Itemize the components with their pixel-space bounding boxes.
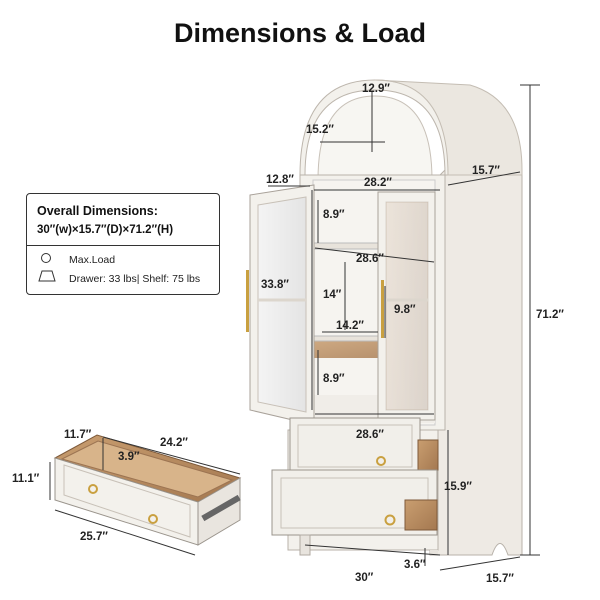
- max-load-label: Max.Load: [69, 254, 116, 266]
- dim-inner-width-top: 28.2″: [364, 177, 392, 189]
- weight-icon: [38, 270, 56, 282]
- overall-dimensions-heading: Overall Dimensions:: [37, 204, 158, 218]
- dim-side-depth-bottom: 15.7″: [486, 573, 514, 585]
- cabinet: [246, 79, 523, 556]
- divider: [27, 245, 219, 246]
- dim-drawer-width: 25.7″: [80, 531, 108, 543]
- dim-arch-depth: 12.9″: [362, 83, 390, 95]
- dim-shelf-width: 28.6″: [356, 253, 384, 265]
- max-load-icon: [41, 253, 51, 263]
- dim-base-width: 28.6″: [356, 429, 384, 441]
- dim-drawer-depth: 11.7″: [64, 429, 92, 441]
- drawer-illustration: [53, 434, 242, 546]
- dimension-labels: 12.9″ 15.2″ 15.7″ 12.8″ 28.2″ 8.9″ 28.6″…: [12, 83, 564, 585]
- dim-shelf-depth: 14.2″: [336, 320, 364, 332]
- dim-handle-length: 9.8″: [394, 304, 416, 316]
- dim-drawer-width-top: 24.2″: [160, 437, 188, 449]
- dim-shelf-gap-bottom: 8.9″: [323, 373, 345, 385]
- dim-total-width: 30″: [355, 572, 374, 584]
- dim-drawer-box-height: 11.1″: [12, 473, 40, 485]
- overall-dimensions-box: Overall Dimensions: 30″(w)×15.7″(D)×71.2…: [26, 193, 220, 295]
- load-detail: Drawer: 33 lbs| Shelf: 75 lbs: [69, 273, 201, 285]
- dim-leg-height: 3.6″: [404, 559, 426, 571]
- dim-arch-width: 15.2″: [306, 124, 334, 136]
- dim-side-depth-top: 15.7″: [472, 165, 500, 177]
- overall-dimensions-value: 30″(w)×15.7″(D)×71.2″(H): [37, 224, 174, 236]
- dimension-lines: [49, 84, 540, 571]
- dim-door-depth: 12.8″: [266, 174, 294, 186]
- dim-shelf-gap-top: 8.9″: [323, 209, 345, 221]
- dim-drawer-inner-height: 3.9″: [118, 451, 140, 463]
- dim-mid-height: 14″: [323, 289, 342, 301]
- dim-total-height: 71.2″: [536, 309, 564, 321]
- page-title: Dimensions & Load: [173, 18, 427, 48]
- dim-door-height: 33.8″: [261, 279, 289, 291]
- dim-drawer-height: 15.9″: [444, 481, 472, 493]
